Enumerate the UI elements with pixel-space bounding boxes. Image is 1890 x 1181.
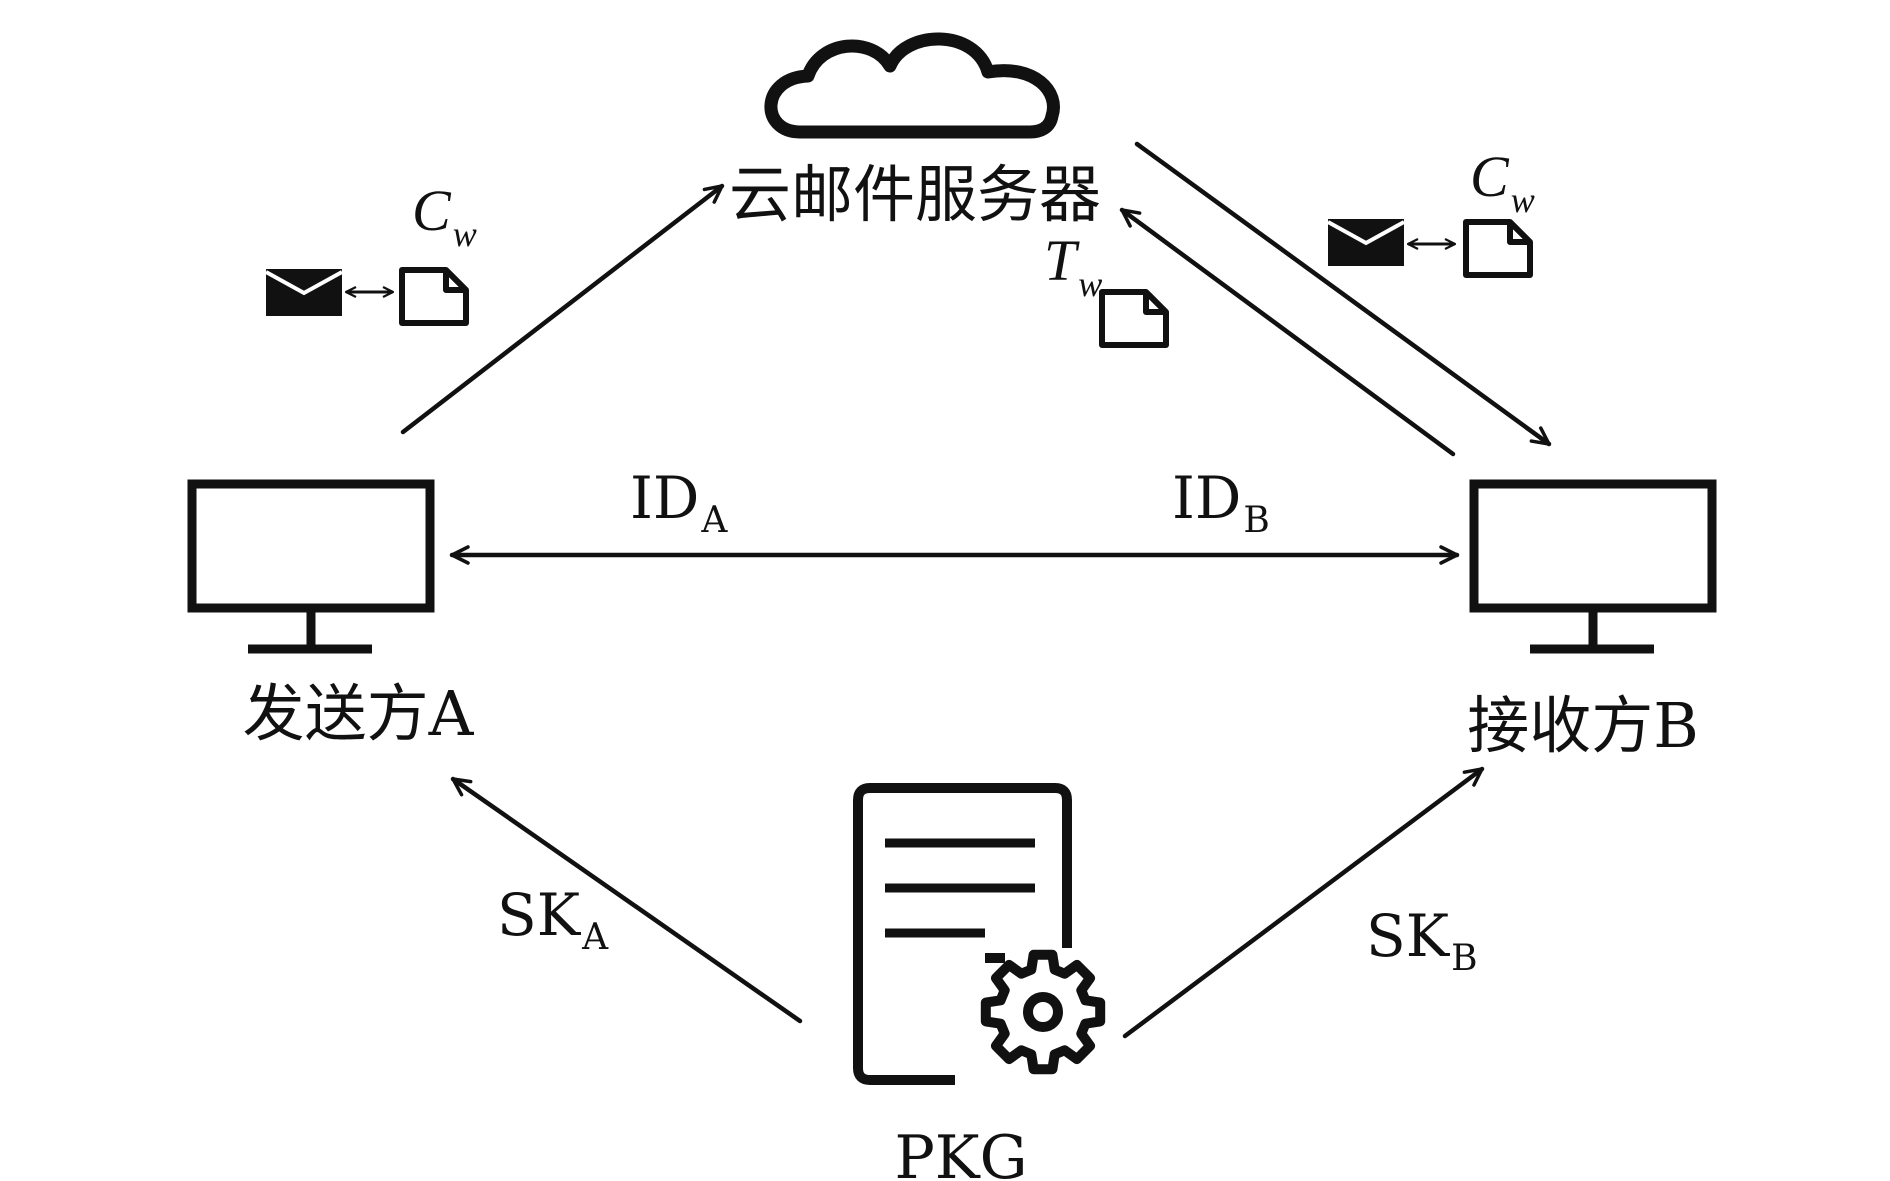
edge-label-receiver-to-server: Tw: [1044, 228, 1169, 348]
receiver-node: 接收方B: [1467, 479, 1717, 762]
receiver-label: 接收方B: [1467, 689, 1699, 762]
arrow-receiver-to-server: [1119, 207, 1456, 457]
gear-outline: [980, 949, 1106, 1075]
document-icon: [1099, 289, 1169, 348]
envelope-icon: [265, 269, 343, 316]
arrow-pkg-to-receiver: [1122, 766, 1485, 1039]
pkg-label: PKG: [894, 1123, 1027, 1181]
arrow-server-to-receiver: [1134, 141, 1552, 447]
identity-label-b: IDB: [1172, 464, 1270, 541]
cloud-icon: [764, 32, 1060, 139]
envelope-icon: [1327, 219, 1405, 266]
gear-hub: [1023, 992, 1063, 1032]
private-key-label-b: SKB: [1366, 902, 1478, 979]
identity-label-a: IDA: [630, 464, 728, 541]
monitor-icon: [187, 479, 435, 654]
pkg-node: PKG: [853, 783, 1106, 1181]
edge-label-sender-to-server: Cw: [265, 178, 477, 326]
ciphertext-label: Cw: [412, 178, 477, 254]
arrow-sender-to-server: [400, 183, 725, 435]
monitor-icon: [1469, 479, 1717, 654]
private-key-label-a: SKA: [497, 881, 609, 958]
ciphertext-label: Cw: [1470, 144, 1535, 220]
arrow-pkg-to-sender: [450, 776, 803, 1024]
gear-icon: [980, 949, 1106, 1075]
document-icon: [399, 267, 469, 326]
sender-node: 发送方A: [187, 479, 475, 750]
edge-label-server-to-receiver: Cw: [1327, 144, 1535, 278]
server-gear-icon: [853, 783, 1106, 1085]
sender-label: 发送方A: [243, 677, 475, 750]
cloud-server-label: 云邮件服务器: [729, 158, 1101, 231]
document-icon: [1463, 219, 1533, 278]
cloud-server-node: 云邮件服务器: [729, 32, 1101, 231]
trapdoor-label: Tw: [1044, 228, 1102, 304]
arrows: [400, 141, 1552, 1039]
